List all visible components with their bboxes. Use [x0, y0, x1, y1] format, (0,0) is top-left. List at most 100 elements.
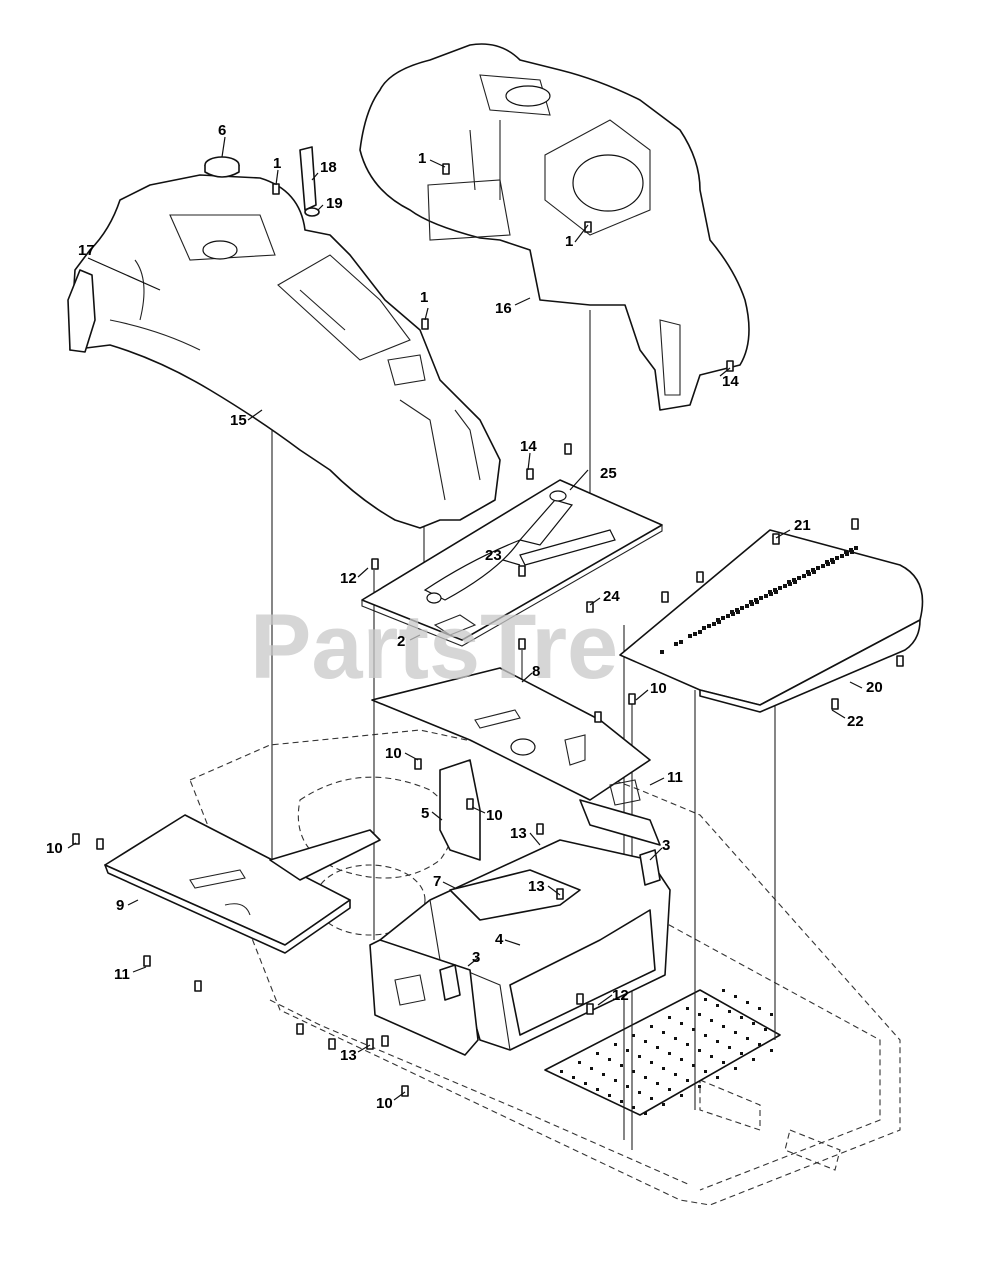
footrest-perforation — [716, 1004, 719, 1007]
bolt-fastener — [371, 558, 379, 570]
footrest-perforation — [710, 1055, 713, 1058]
bolt-fastener — [296, 1023, 304, 1035]
callout-12: 12 — [612, 987, 629, 1004]
footrest-perforation — [596, 1088, 599, 1091]
footrest-perforation — [734, 995, 737, 998]
callout-10: 10 — [650, 680, 667, 697]
deck-perforation — [688, 634, 692, 638]
footrest-perforation — [632, 1070, 635, 1073]
footrest-perforation — [590, 1067, 593, 1070]
callout-8: 8 — [532, 663, 540, 680]
callout-10: 10 — [486, 807, 503, 824]
footrest-perforation — [650, 1097, 653, 1100]
bolt-fastener — [72, 833, 80, 845]
deck-perforation — [726, 614, 730, 618]
bolt-fastener — [696, 571, 704, 583]
footrest-perforation — [722, 989, 725, 992]
deck-perforation — [693, 632, 697, 636]
footrest-perforation — [716, 1040, 719, 1043]
deck-perforation — [740, 606, 744, 610]
footrest-perforation — [680, 1094, 683, 1097]
footrest-perforation — [686, 1079, 689, 1082]
bolt-fastener — [381, 1035, 389, 1047]
battery-tray-part-8 — [371, 667, 651, 806]
bolt-fastener — [328, 1038, 336, 1050]
deck-perforation — [712, 622, 716, 626]
deck-perforation — [768, 590, 772, 594]
footrest-perforation — [704, 1070, 707, 1073]
bolt-fastener — [466, 798, 474, 810]
footrest-perforation — [758, 1043, 761, 1046]
callout-9: 9 — [116, 897, 124, 914]
footrest-perforation — [626, 1085, 629, 1088]
lever-part-18 — [299, 146, 317, 211]
footrest-perforation — [644, 1112, 647, 1115]
deck-perforation — [849, 548, 853, 552]
bolt-fastener — [442, 163, 450, 175]
bolt-fastener — [831, 698, 839, 710]
footrest-perforation — [716, 1076, 719, 1079]
deck-perforation — [707, 624, 711, 628]
deck-perforation — [783, 584, 787, 588]
callout-19: 19 — [326, 195, 343, 212]
deck-perforation — [792, 578, 796, 582]
footrest-perforation — [740, 1052, 743, 1055]
footrest-perforation — [644, 1040, 647, 1043]
bolt-fastener — [556, 888, 564, 900]
bolt-fastener — [518, 565, 526, 577]
footrest-perforation — [662, 1103, 665, 1106]
footrest-perforation — [758, 1007, 761, 1010]
footrest-perforation — [614, 1043, 617, 1046]
bracket-part-5 — [439, 759, 481, 861]
footrest-perforation — [728, 1010, 731, 1013]
callout-12: 12 — [340, 570, 357, 587]
footrest-perforation — [704, 998, 707, 1001]
footrest-perforation — [650, 1061, 653, 1064]
knob-part-19 — [304, 207, 320, 217]
callout-21: 21 — [794, 517, 811, 534]
bolt-fastener — [421, 318, 429, 330]
deck-perforation — [759, 596, 763, 600]
footrest-perforation — [728, 1046, 731, 1049]
footrest-plate — [544, 989, 781, 1116]
seat-plate-part-2 — [361, 479, 663, 647]
footrest-perforation — [620, 1064, 623, 1067]
support-part-11 — [579, 799, 661, 846]
rear-body-part-16 — [359, 43, 750, 411]
footrest-perforation — [698, 1049, 701, 1052]
footrest-perforation — [674, 1073, 677, 1076]
bolt-fastener — [194, 980, 202, 992]
footrest-perforation — [650, 1025, 653, 1028]
callout-13: 13 — [510, 825, 527, 842]
bolt-fastener — [366, 1038, 374, 1050]
footrest-perforation — [560, 1070, 563, 1073]
deck-perforation — [830, 558, 834, 562]
callout-10: 10 — [385, 745, 402, 762]
callout-25: 25 — [600, 465, 617, 482]
footrest-perforation — [752, 1022, 755, 1025]
footrest-perforation — [620, 1100, 623, 1103]
footrest-perforation — [686, 1007, 689, 1010]
bracket-part-3-left — [439, 964, 461, 1001]
callout-20: 20 — [866, 679, 883, 696]
deck-perforation — [816, 566, 820, 570]
footrest-perforation — [734, 1067, 737, 1070]
footrest-perforation — [740, 1016, 743, 1019]
fuel-cap-part-6 — [204, 156, 240, 178]
deck-perforation — [735, 608, 739, 612]
deck-perforation — [721, 616, 725, 620]
leader-lines — [67, 136, 863, 1101]
bolt-fastener — [96, 838, 104, 850]
callout-10: 10 — [376, 1095, 393, 1112]
footrest-perforation — [710, 1019, 713, 1022]
callout-2: 2 — [397, 633, 405, 650]
front-body-part-15 — [69, 174, 501, 529]
callout-22: 22 — [847, 713, 864, 730]
deck-perforation — [806, 570, 810, 574]
callout-24: 24 — [603, 588, 620, 605]
footrest-perforation — [698, 1013, 701, 1016]
hardware-fasteners — [72, 163, 904, 1097]
footrest-perforation — [734, 1031, 737, 1034]
deck-perforation — [773, 588, 777, 592]
